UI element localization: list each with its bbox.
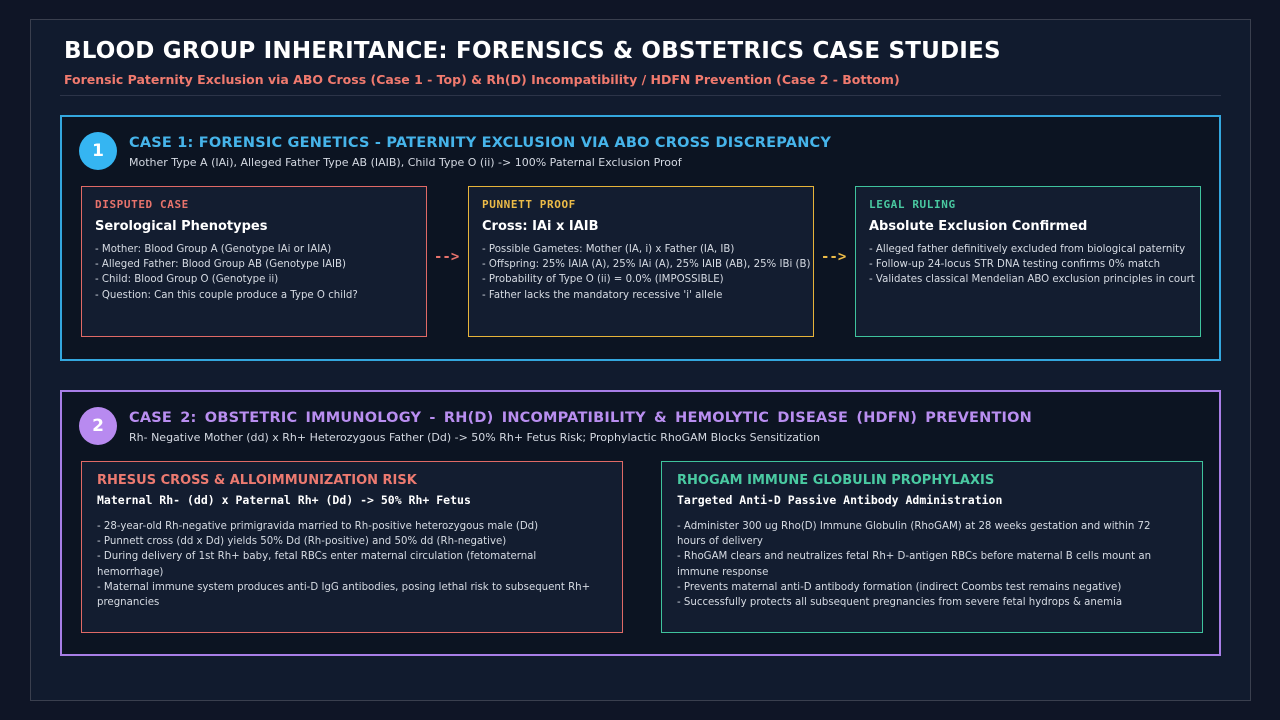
card-subtitle: Maternal Rh- (dd) x Paternal Rh+ (Dd) ->…	[97, 493, 471, 507]
disputed-case-card: DISPUTED CASE Serological Phenotypes - M…	[81, 186, 427, 337]
card-list: - Mother: Blood Group A (Genotype IAi or…	[95, 242, 420, 303]
card-label: LEGAL RULING	[869, 198, 956, 211]
case-1-title: CASE 1: FORENSIC GENETICS - PATERNITY EX…	[129, 135, 832, 151]
list-item: - Punnett cross (dd x Dd) yields 50% Dd …	[97, 536, 507, 548]
rhogam-prophylaxis-card: RHOGAM IMMUNE GLOBULIN PROPHYLAXIS Targe…	[661, 461, 1203, 633]
list-item: - Offspring: 25% IAIA (A), 25% IAi (A), …	[482, 259, 811, 271]
list-item: - 28-year-old Rh-negative primigravida m…	[97, 521, 539, 532]
case-1-panel: 1 CASE 1: FORENSIC GENETICS - PATERNITY …	[60, 115, 1221, 361]
list-item: - Child: Blood Group O (Genotype ii)	[95, 274, 279, 286]
list-item: - Validates classical Mendelian ABO excl…	[869, 274, 1195, 286]
list-item: - During delivery of 1st Rh+ baby, fetal…	[97, 551, 537, 578]
case-1-number-badge: 1	[79, 132, 117, 170]
card-label: PUNNETT PROOF	[482, 198, 576, 211]
arrow-icon: -->	[434, 249, 460, 265]
case-1-summary: Mother Type A (IAi), Alleged Father Type…	[129, 156, 682, 169]
card-title: RHOGAM IMMUNE GLOBULIN PROPHYLAXIS	[677, 473, 995, 488]
list-item: - Possible Gametes: Mother (IA, i) x Fat…	[482, 244, 735, 255]
list-item: - Maternal immune system produces anti-D…	[97, 581, 591, 609]
list-item: - Prevents maternal anti-D antibody form…	[677, 581, 1122, 593]
legal-ruling-card: LEGAL RULING Absolute Exclusion Confirme…	[855, 186, 1201, 337]
card-list: - 28-year-old Rh-negative primigravida m…	[97, 519, 596, 610]
list-item: - Mother: Blood Group A (Genotype IAi or…	[95, 244, 332, 255]
case-2-number-badge: 2	[79, 407, 117, 445]
page-subtitle: Forensic Paternity Exclusion via ABO Cro…	[64, 72, 900, 87]
punnett-proof-card: PUNNETT PROOF Cross: IAi x IAIB - Possib…	[468, 186, 814, 337]
case-2-summary: Rh- Negative Mother (dd) x Rh+ Heterozyg…	[129, 431, 821, 444]
list-item: - Alleged Father: Blood Group AB (Genoty…	[95, 259, 347, 271]
card-list: - Alleged father definitively excluded f…	[869, 242, 1195, 288]
card-subtitle: Targeted Anti-D Passive Antibody Adminis…	[677, 493, 1003, 507]
card-heading: Cross: IAi x IAIB	[482, 219, 599, 234]
list-item: - Alleged father definitively excluded f…	[869, 244, 1186, 255]
list-item: - Probability of Type O (ii) = 0.0% (IMP…	[482, 274, 724, 286]
list-item: - Follow-up 24-locus STR DNA testing con…	[869, 259, 1161, 271]
card-list: - Possible Gametes: Mother (IA, i) x Fat…	[482, 242, 811, 303]
rhesus-cross-card: RHESUS CROSS & ALLOIMMUNIZATION RISK Mat…	[81, 461, 623, 633]
list-item: - Successfully protects all subsequent p…	[677, 597, 1123, 609]
list-item: - Administer 300 ug Rho(D) Immune Globul…	[677, 521, 1151, 548]
list-item: - Father lacks the mandatory recessive '…	[482, 289, 723, 301]
list-item: - RhoGAM clears and neutralizes fetal Rh…	[677, 551, 1152, 578]
case-2-panel: 2 CASE 2: OBSTETRIC IMMUNOLOGY - RH(D) I…	[60, 390, 1221, 656]
card-heading: Serological Phenotypes	[95, 219, 268, 234]
arrow-icon: -->	[821, 249, 847, 265]
card-list: - Administer 300 ug Rho(D) Immune Globul…	[677, 519, 1176, 610]
header-divider	[60, 95, 1221, 96]
card-heading: Absolute Exclusion Confirmed	[869, 219, 1088, 234]
list-item: - Question: Can this couple produce a Ty…	[95, 289, 358, 301]
page-title: BLOOD GROUP INHERITANCE: FORENSICS & OBS…	[64, 38, 1001, 64]
case-2-title: CASE 2: OBSTETRIC IMMUNOLOGY - RH(D) INC…	[129, 410, 1033, 426]
card-label: DISPUTED CASE	[95, 198, 189, 211]
card-title: RHESUS CROSS & ALLOIMMUNIZATION RISK	[97, 473, 417, 488]
